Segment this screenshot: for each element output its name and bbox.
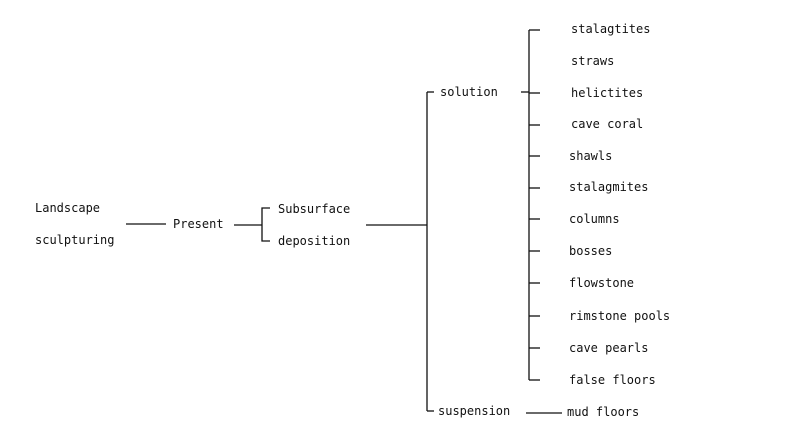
item-helictites: helictites — [571, 86, 644, 100]
branch-solution: solution — [440, 85, 498, 99]
item-stalagtites: stalagtites — [571, 22, 651, 36]
item-bosses: bosses — [569, 244, 613, 258]
root-label-line2: sculpturing — [35, 233, 115, 247]
item-false-floors: false floors — [569, 373, 656, 387]
item-shawls: shawls — [569, 149, 613, 163]
present-label: Present — [173, 217, 224, 231]
item-rimstone-pools: rimstone pools — [569, 309, 671, 323]
subsurface-label-line1: Subsurface — [278, 202, 351, 216]
item-stalagmites: stalagmites — [569, 180, 649, 194]
item-flowstone: flowstone — [569, 276, 635, 290]
root-label-line1: Landscape — [35, 201, 101, 215]
item-cave-pearls: cave pearls — [569, 341, 649, 355]
branch-suspension: suspension — [438, 404, 511, 418]
item-mud-floors: mud floors — [567, 405, 640, 419]
item-columns: columns — [569, 212, 620, 226]
item-straws: straws — [571, 54, 615, 68]
subsurface-label-line2: deposition — [278, 234, 351, 248]
item-cave-coral: cave coral — [571, 117, 644, 131]
